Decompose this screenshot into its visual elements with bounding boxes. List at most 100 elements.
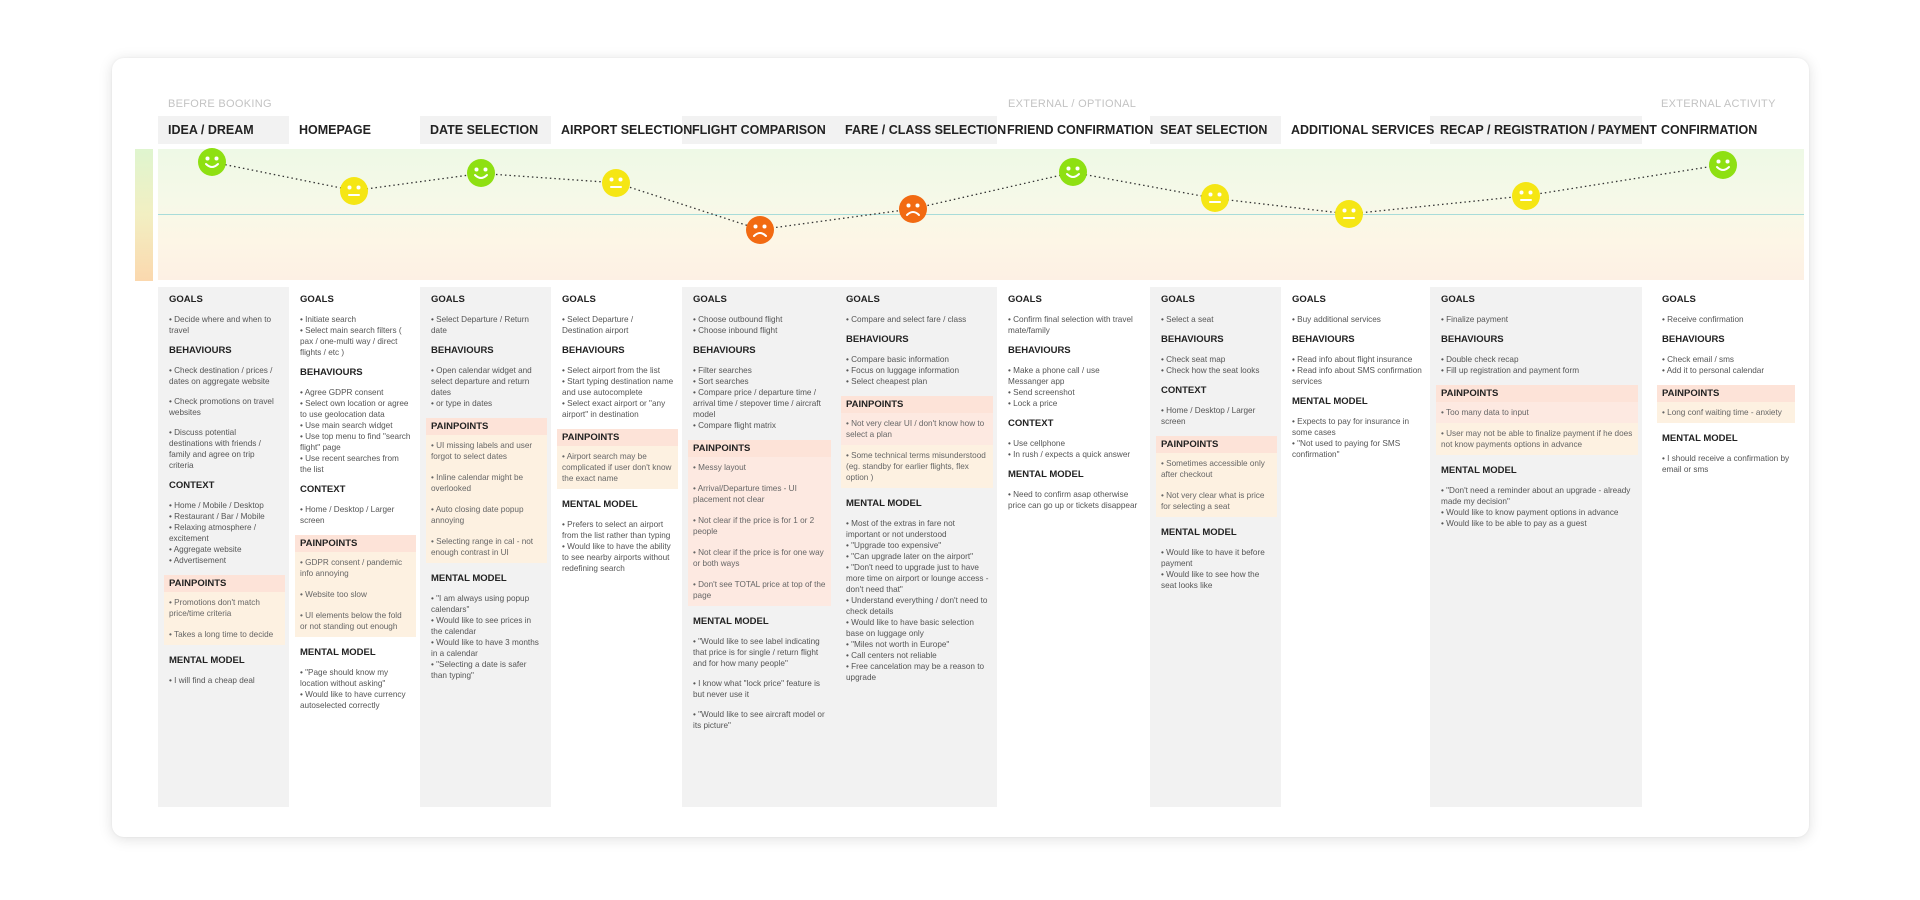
painpoints-heading: PAINPOINTS xyxy=(841,396,993,413)
section-heading: GOALS xyxy=(846,294,880,305)
journey-note: • Receive confirmation xyxy=(1662,315,1744,324)
journey-note: • "Would like to see label indicating th… xyxy=(693,637,820,668)
journey-note: • I should receive a confirmation by ema… xyxy=(1662,454,1790,474)
journey-note: • Decide where and when to travel xyxy=(169,315,272,335)
section-heading: MENTAL MODEL xyxy=(1161,527,1237,538)
section-heading: MENTAL MODEL xyxy=(846,498,922,509)
emotion-scale-bar xyxy=(135,149,153,281)
journey-note: • Use cellphone • In rush / expects a qu… xyxy=(1008,439,1131,459)
stage-title: SEAT SELECTION xyxy=(1160,123,1268,137)
painpoint-item: • User may not be able to finalize payme… xyxy=(1436,423,1638,455)
section-heading: CONTEXT xyxy=(300,484,346,495)
painpoint-item: • Inline calendar might be overlooked xyxy=(426,467,547,499)
neutral-face-icon xyxy=(1201,184,1229,213)
journey-note: • Most of the extras in fare not importa… xyxy=(846,519,989,682)
painpoints-heading: PAINPOINTS xyxy=(557,429,678,446)
painpoints-heading: PAINPOINTS xyxy=(1436,385,1638,402)
painpoints-heading: PAINPOINTS xyxy=(688,440,831,457)
section-heading: GOALS xyxy=(562,294,596,305)
section-heading: GOALS xyxy=(1441,294,1475,305)
painpoint-item: • Too many data to input xyxy=(1436,402,1638,423)
painpoint-item: • Some technical terms misunderstood (eg… xyxy=(841,445,993,488)
painpoint-item: • Not very clear UI / don't know how to … xyxy=(841,413,993,445)
journey-note: • Compare and select fare / class xyxy=(846,315,967,324)
section-heading: MENTAL MODEL xyxy=(300,647,376,658)
section-heading: MENTAL MODEL xyxy=(1292,396,1368,407)
section-heading: CONTEXT xyxy=(169,480,215,491)
stage-column: GOALS• Select Departure / Destination ai… xyxy=(557,294,678,583)
section-heading: BEHAVIOURS xyxy=(1161,334,1224,345)
stage-column: GOALS• Confirm final selection with trav… xyxy=(1007,294,1142,520)
section-heading: BEHAVIOURS xyxy=(300,367,363,378)
column-body-bg-recap xyxy=(1430,287,1642,807)
section-heading: MENTAL MODEL xyxy=(1662,433,1738,444)
journey-note: • Home / Desktop / Larger screen xyxy=(300,505,395,525)
journey-note: • Home / Desktop / Larger screen xyxy=(1161,406,1256,426)
section-heading: GOALS xyxy=(1008,294,1042,305)
journey-note: • "I am always using popup calendars" • … xyxy=(431,594,539,680)
sad-face-icon xyxy=(746,215,774,244)
journey-note: • Prefers to select an airport from the … xyxy=(562,520,671,573)
journey-note: • Buy additional services xyxy=(1292,315,1381,324)
sad-face-icon xyxy=(899,194,927,223)
journey-note: • Make a phone call / use Messanger app … xyxy=(1008,366,1100,408)
journey-note: • Check email / sms • Add it to personal… xyxy=(1662,355,1765,375)
journey-note: • "Would like to see aircraft model or i… xyxy=(693,710,825,730)
column-body-bg-idea xyxy=(158,287,289,807)
column-bg-seat xyxy=(1150,116,1281,144)
journey-note: • I will find a cheap deal xyxy=(169,676,255,685)
journey-note: • Select airport from the list • Start t… xyxy=(562,366,674,419)
painpoint-item: • Messy layout xyxy=(688,457,831,478)
section-heading: MENTAL MODEL xyxy=(1441,465,1517,476)
stage-column: GOALS• Choose outbound flight • Choose i… xyxy=(688,294,831,740)
journey-note: • Check seat map • Check how the seat lo… xyxy=(1161,355,1260,375)
painpoint-item: • Website too slow xyxy=(295,584,416,605)
section-heading: GOALS xyxy=(693,294,727,305)
painpoint-item: • Takes a long time to decide xyxy=(164,624,285,645)
section-heading: GOALS xyxy=(300,294,334,305)
happy-face-icon xyxy=(198,148,226,176)
section-heading: MENTAL MODEL xyxy=(169,655,245,666)
section-heading: MENTAL MODEL xyxy=(693,616,769,627)
painpoints-heading: PAINPOINTS xyxy=(164,575,285,592)
painpoint-item: • Airport search may be complicated if u… xyxy=(557,446,678,489)
journey-note: • Discuss potential destinations with fr… xyxy=(169,428,261,470)
journey-note: • Would like to have it before payment •… xyxy=(1161,548,1265,590)
section-heading: MENTAL MODEL xyxy=(431,573,507,584)
stage-title: IDEA / DREAM xyxy=(168,123,254,137)
section-heading: MENTAL MODEL xyxy=(1008,469,1084,480)
painpoint-item: • UI missing labels and user forgot to s… xyxy=(426,435,547,467)
section-heading: GOALS xyxy=(1662,294,1696,305)
neutral-face-icon xyxy=(1335,200,1363,228)
painpoint-item: • Sometimes accessible only after checko… xyxy=(1156,453,1277,485)
stage-title: FARE / CLASS SELECTION xyxy=(845,123,1007,137)
painpoint-item: • Auto closing date popup annoying xyxy=(426,499,547,531)
column-bg-recap xyxy=(1430,116,1642,144)
painpoint-item: • GDPR consent / pandemic info annoying xyxy=(295,552,416,584)
painpoint-item: • Promotions don't match price/time crit… xyxy=(164,592,285,624)
stage-title: ADDITIONAL SERVICES xyxy=(1291,123,1435,137)
painpoint-item: • UI elements below the fold or not stan… xyxy=(295,605,416,637)
happy-face-icon xyxy=(1709,150,1737,179)
stage-title: CONFIRMATION xyxy=(1661,123,1758,137)
painpoint-item: • Selecting range in cal - not enough co… xyxy=(426,531,547,563)
column-bg-idea xyxy=(158,116,289,144)
section-heading: CONTEXT xyxy=(1008,418,1054,429)
phase-label-before-booking: BEFORE BOOKING xyxy=(168,98,272,110)
stage-title: AIRPORT SELECTION xyxy=(561,123,693,137)
stage-column: GOALS • Initiate search • Select main sea… xyxy=(295,294,416,720)
section-heading: MENTAL MODEL xyxy=(562,499,638,510)
journey-note: • Initiate search • Select main search f… xyxy=(300,315,402,357)
stage-title: FLIGHT COMPARISON xyxy=(692,123,826,137)
neutral-face-icon xyxy=(1512,181,1540,210)
painpoints-heading: PAINPOINTS xyxy=(426,418,547,435)
section-heading: BEHAVIOURS xyxy=(1008,345,1071,356)
